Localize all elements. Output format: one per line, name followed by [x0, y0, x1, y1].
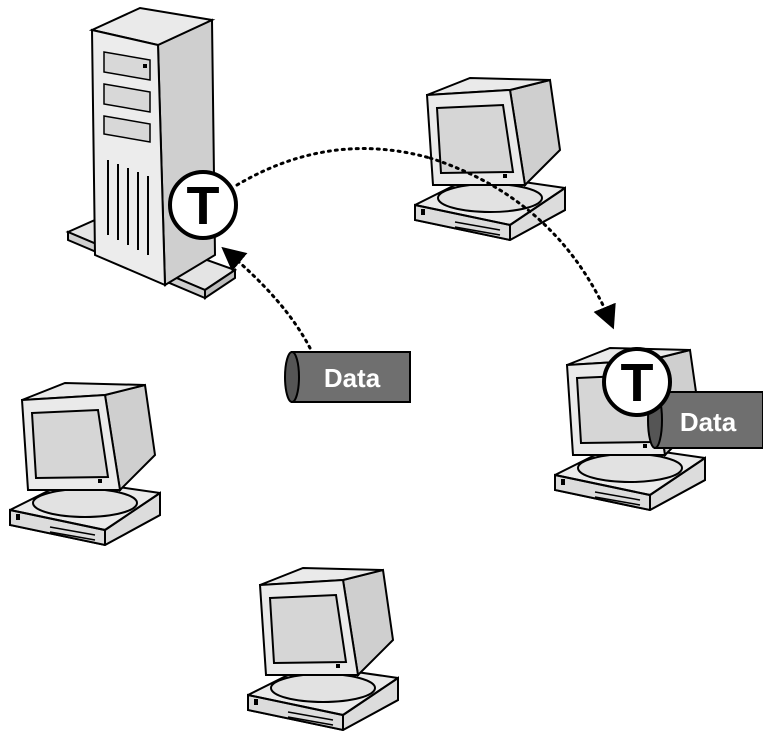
data-packet-delivered: Data: [647, 391, 763, 449]
workstation-bottom: [247, 567, 399, 731]
token-badge-receiver: T: [602, 347, 672, 417]
token-letter-receiver: T: [621, 353, 654, 413]
token-letter: T: [187, 176, 220, 236]
data-packet-label: Data: [324, 363, 381, 393]
server-tower: [65, 6, 238, 300]
data-path-to-server: [221, 246, 312, 350]
token-path-server-to-station: [235, 147, 432, 187]
data-packet-delivered-label: Data: [680, 407, 737, 437]
workstation-left: [9, 382, 161, 546]
token-path-station-to-receiver: [428, 156, 616, 330]
token-badge-server: T: [168, 170, 238, 240]
data-packet-in-transit: Data: [284, 351, 411, 403]
